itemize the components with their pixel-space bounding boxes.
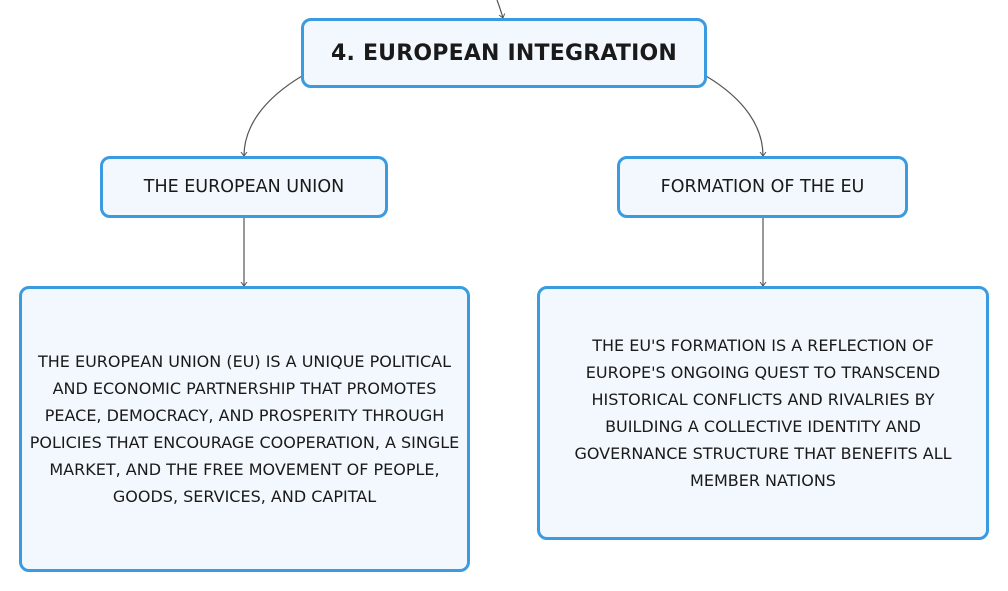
connector-root-to-left-topic: [244, 75, 303, 156]
connector-root-to-right-topic: [705, 75, 763, 156]
root-node-label: 4. EUROPEAN INTEGRATION: [331, 40, 677, 66]
detail-node-text: THE EU'S FORMATION IS A REFLECTION OF EU…: [574, 336, 952, 490]
root-node[interactable]: 4. EUROPEAN INTEGRATION: [301, 18, 707, 88]
detail-node-text: THE EUROPEAN UNION (EU) IS A UNIQUE POLI…: [29, 352, 460, 506]
topic-node-label: THE EUROPEAN UNION: [143, 177, 345, 197]
detail-node-european-union[interactable]: THE EUROPEAN UNION (EU) IS A UNIQUE POLI…: [19, 286, 470, 572]
incoming-connector: [496, 0, 503, 18]
topic-node-label: FORMATION OF THE EU: [660, 177, 865, 197]
topic-node-european-union[interactable]: THE EUROPEAN UNION: [100, 156, 388, 218]
topic-node-formation-of-eu[interactable]: FORMATION OF THE EU: [617, 156, 908, 218]
detail-node-formation-of-eu[interactable]: THE EU'S FORMATION IS A REFLECTION OF EU…: [537, 286, 989, 540]
